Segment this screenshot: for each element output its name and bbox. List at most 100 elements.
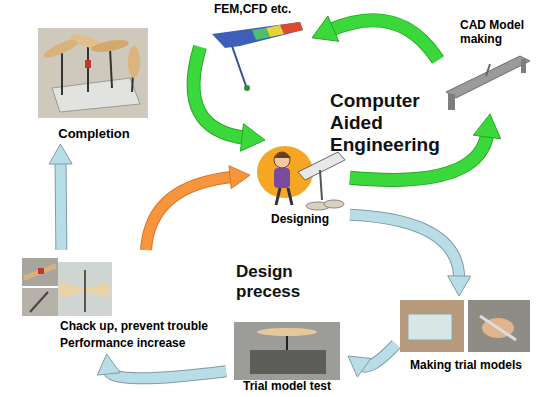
- flow-arrow: [146, 166, 250, 250]
- fem-node: FEM,CFD etc.: [200, 1, 312, 93]
- heading-label: Design precess: [236, 262, 320, 301]
- shaft: [84, 270, 86, 312]
- glass-box: [408, 314, 452, 340]
- arrow-shaft: [350, 215, 459, 280]
- rotor-hub: [85, 60, 91, 68]
- flow-arrow: [350, 215, 471, 296]
- designer-figure: [257, 146, 345, 210]
- arrow-heads: [229, 166, 250, 189]
- board-stand: [320, 170, 322, 200]
- fem-beam: [212, 22, 303, 48]
- arrow-head: [240, 124, 265, 151]
- test-rig: [250, 350, 326, 374]
- arrow-head: [348, 356, 371, 377]
- fem-midspot: [252, 28, 270, 40]
- blade-stock: [480, 316, 516, 340]
- disc: [324, 200, 344, 208]
- flow-arrow: [49, 144, 72, 250]
- node-label: Completion: [58, 126, 130, 142]
- rotor-stem: [87, 45, 89, 92]
- arrow-body: [60, 160, 62, 250]
- arrow-shaft: [194, 47, 247, 138]
- designer-head: [274, 152, 290, 168]
- designer-leg: [288, 188, 292, 205]
- arrow-body: [108, 370, 226, 378]
- photo-ground: [58, 262, 112, 316]
- arrow-shaft: [146, 177, 234, 250]
- heading-label: Computer Aided Engineering: [330, 90, 460, 156]
- blade: [86, 282, 110, 298]
- flow-arrow: [194, 47, 265, 151]
- cad-rib: [486, 64, 490, 76]
- blade-rod: [24, 266, 56, 278]
- flow-arrow: [348, 344, 396, 377]
- node-label: FEM,CFD etc.: [214, 2, 291, 16]
- making-node: Making trial models: [396, 296, 536, 374]
- checkup-photos: [22, 258, 112, 316]
- photo-ground: [468, 300, 530, 352]
- rotor-stem: [61, 52, 63, 95]
- cad-beam: [446, 56, 530, 98]
- photo-ground: [22, 288, 58, 316]
- arrow-heads: [473, 114, 500, 139]
- arrow-body: [350, 215, 459, 280]
- blade: [60, 282, 84, 298]
- arrow-outline: [55, 160, 68, 250]
- photo-ground: [234, 322, 340, 380]
- arrow-head: [49, 144, 72, 164]
- arrow-head: [448, 276, 471, 296]
- arrow-outline: [108, 370, 226, 378]
- designer-body: [274, 168, 290, 188]
- arrow-body: [146, 177, 234, 250]
- arrow-heads: [49, 144, 72, 164]
- node-label: Trial model test: [243, 379, 331, 393]
- arrow-heads: [312, 16, 339, 41]
- arrow-body: [329, 20, 438, 60]
- arrow-outline: [350, 215, 459, 280]
- arrow-shaft: [56, 160, 67, 250]
- designer-leg: [276, 188, 280, 205]
- completion-node: Completion: [38, 28, 150, 144]
- node-label: Making trial models: [410, 358, 522, 372]
- arrow-head: [473, 114, 500, 139]
- test-node: Trial model test: [226, 318, 348, 394]
- cad-post: [448, 94, 455, 110]
- arrow-heads: [97, 354, 120, 375]
- completion-photo: [38, 28, 148, 118]
- cad-node: CAD Model making: [438, 16, 542, 114]
- arrow-outline: [329, 20, 438, 60]
- designer-hair: [274, 152, 291, 158]
- photo-ground: [38, 28, 148, 118]
- arrow-outline: [146, 177, 234, 250]
- arrow-outline: [194, 47, 247, 138]
- flow-arrow: [97, 354, 226, 378]
- arrow-shaft: [329, 20, 438, 60]
- arrow-head: [97, 354, 120, 375]
- drawing-board: [298, 152, 345, 180]
- arrow-shaft: [108, 370, 226, 378]
- node-label: CAD Model making: [460, 18, 538, 47]
- fem-shaft: [232, 46, 246, 86]
- red-mark: [38, 268, 44, 274]
- rotor-blade: [257, 328, 317, 336]
- fem-picture: [212, 22, 303, 91]
- photo-ground: [22, 258, 58, 286]
- arrow-heads: [348, 356, 371, 377]
- node-label: Chack up, prevent trouble: [60, 319, 208, 333]
- photo-ground: [400, 300, 464, 352]
- rotor-stem: [110, 48, 112, 88]
- checkup-node: Chack up, prevent troublePerformance inc…: [18, 250, 215, 354]
- cad-post: [521, 59, 526, 73]
- node-label: Designing: [271, 212, 329, 226]
- base-plate: [52, 78, 140, 112]
- arrow-heads: [240, 124, 265, 151]
- rotor-stem: [286, 334, 288, 350]
- node-label: Performance increase: [60, 336, 185, 350]
- fem-node: [244, 85, 250, 91]
- cad-picture: [446, 56, 530, 110]
- rotor-blade: [128, 46, 140, 78]
- arrow-body: [194, 47, 247, 138]
- arrow-heads: [448, 276, 471, 296]
- arrow-head: [312, 16, 339, 41]
